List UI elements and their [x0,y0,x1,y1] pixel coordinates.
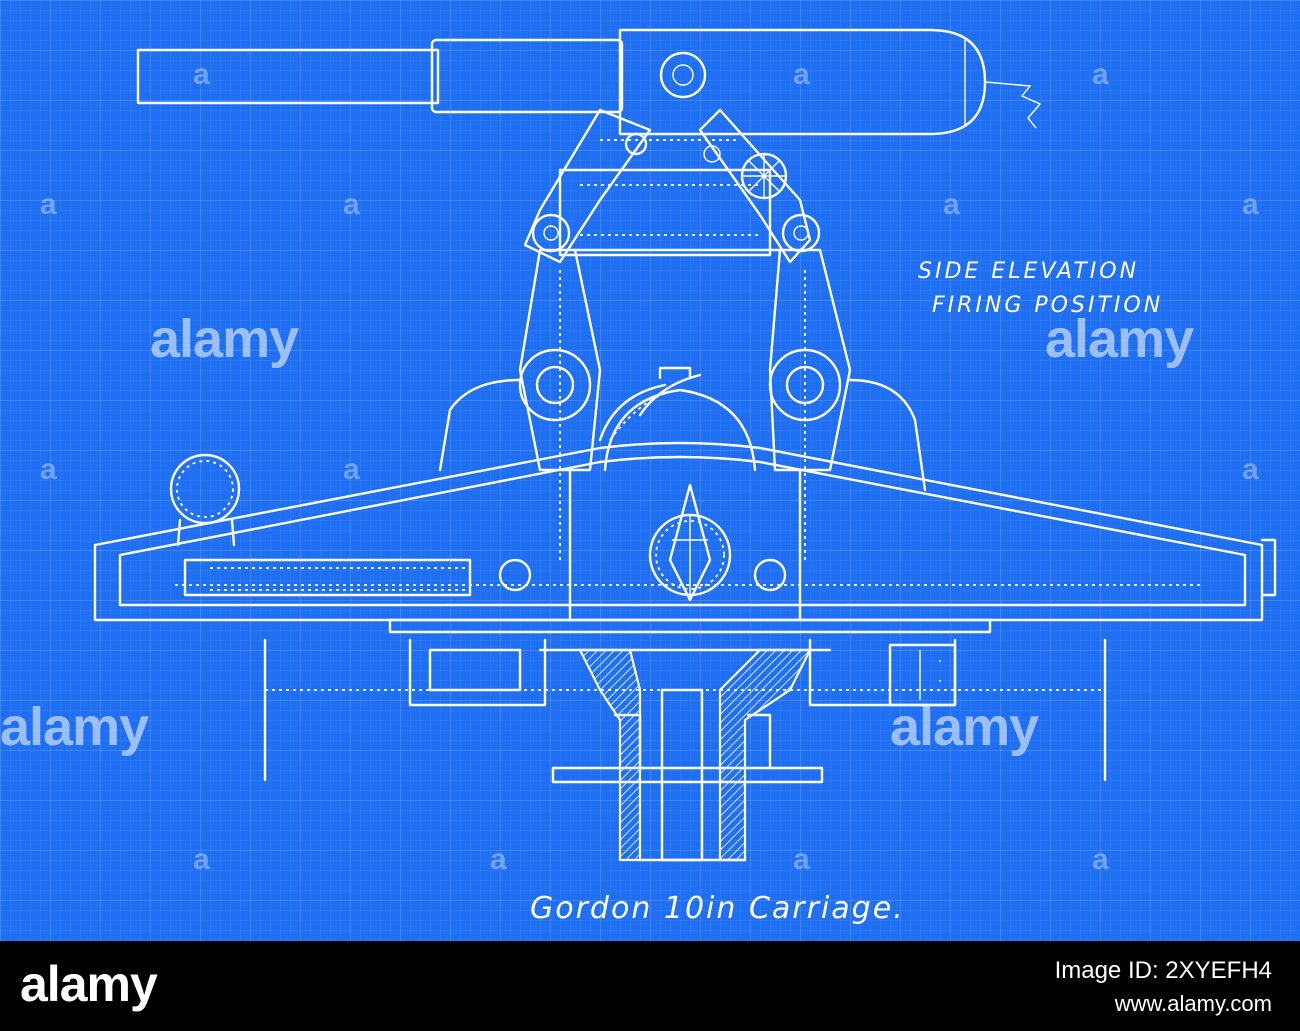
watermark-letter: a [793,58,810,91]
training-gear [498,483,787,602]
footer-info: Image ID: 2XYEFH4 www.alamy.com [1055,957,1272,1017]
watermark-letter: a [343,453,360,486]
carriage-drawing: SIDE ELEVATION FIRING POSITION Gordon 10… [93,28,1277,926]
drawing-title: SIDE ELEVATION FIRING POSITION Gordon 10… [530,259,1163,926]
footer-bar: alamy Image ID: 2XYEFH4 www.alamy.com [0,941,1300,1031]
image-id: Image ID: 2XYEFH4 [1054,957,1272,984]
watermark-letter: a [193,843,210,876]
watermark-letter: a [1242,188,1259,221]
caption: Gordon 10in Carriage. [530,891,905,926]
watermark-letter: a [40,453,57,486]
watermark-letter: a [490,843,507,876]
watermark-text: alamy [150,309,299,369]
watermark-letter: a [943,188,960,221]
footer-url[interactable]: www.alamy.com [1114,991,1272,1016]
chassis [93,441,1277,634]
watermark-text: alamy [1045,309,1194,369]
watermark-letter: a [1092,843,1109,876]
watermark-text: alamy [0,697,149,757]
watermark-letter: a [1242,453,1259,486]
footer-logo[interactable]: alamy [20,956,158,1012]
watermark-letter: a [1092,58,1109,91]
watermark-letter: a [343,188,360,221]
title-line-1: SIDE ELEVATION [918,259,1139,284]
uprights [438,248,927,560]
central-arch [598,366,757,472]
watermark-text: alamy [890,697,1039,757]
watermark-letter: a [193,58,210,91]
watermark-letter: a [40,188,57,221]
gun-barrel [136,28,1042,136]
title-line-2: FIRING POSITION [932,293,1163,318]
watermark-letter: a [793,843,810,876]
blueprint-diagram: SIDE ELEVATION FIRING POSITION Gordon 10… [0,0,1300,941]
pivot-pintle [551,648,824,862]
cradle-frame [523,108,821,264]
